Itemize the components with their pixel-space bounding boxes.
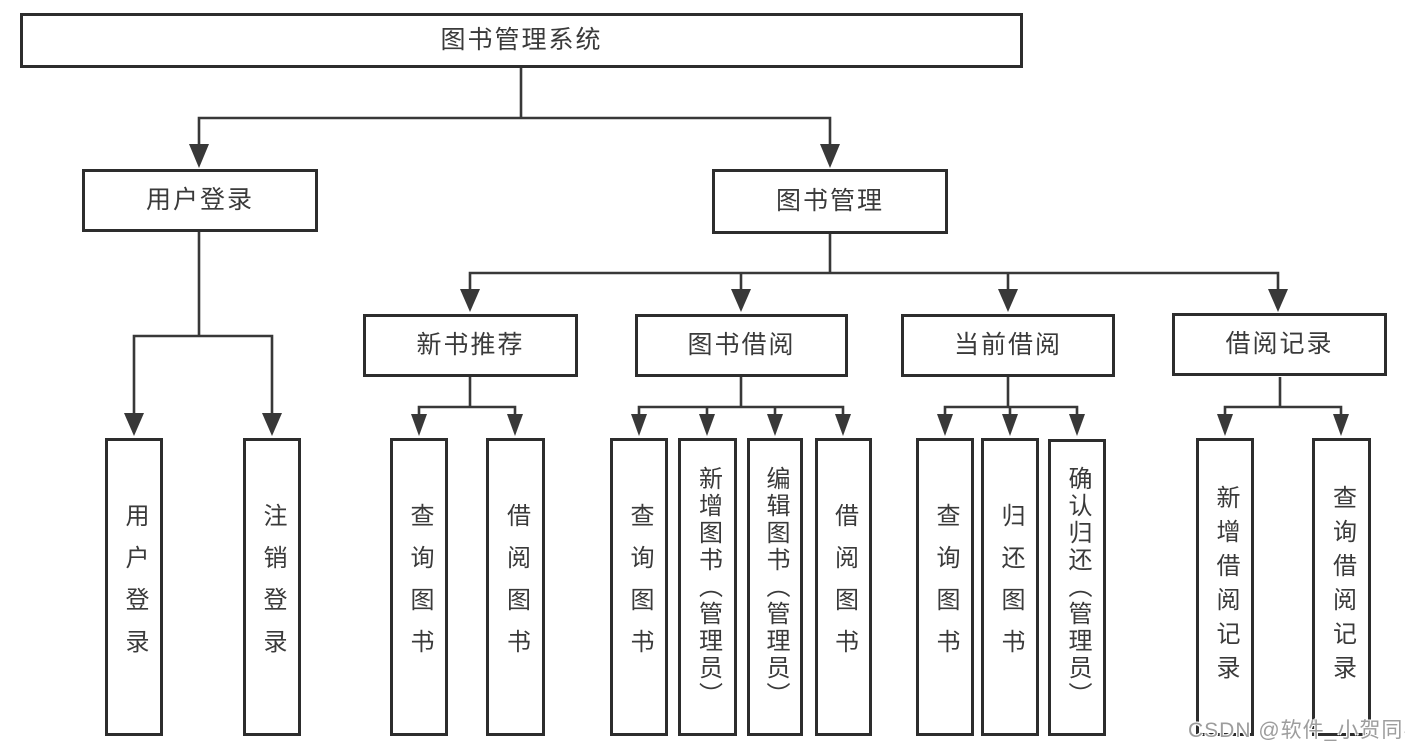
node-bb-edit-books-admin: 编辑图书（管理员）	[747, 438, 803, 736]
node-book-management: 图书管理	[712, 169, 948, 234]
node-bb-borrow-books: 借阅图书	[815, 438, 872, 736]
node-nbr-query-books: 查询图书	[390, 438, 448, 736]
edge-level2-split	[197, 116, 832, 150]
node-leaf-logout: 注销登录	[243, 438, 301, 736]
node-user-login: 用户登录	[82, 169, 318, 232]
csdn-watermark: CSDN @软件_小贺同学	[1188, 719, 1405, 742]
node-book-borrowing: 图书借阅	[635, 314, 848, 377]
edge-bb-split	[637, 405, 845, 424]
node-cb-return-books: 归还图书	[981, 438, 1039, 736]
node-br-query-record: 查询借阅记录	[1312, 438, 1371, 736]
node-nbr-borrow-books: 借阅图书	[486, 438, 545, 736]
node-cb-query-books: 查询图书	[916, 438, 974, 736]
edge-br-split	[1223, 405, 1343, 424]
node-cb-confirm-return-admin: 确认归还（管理员）	[1048, 439, 1106, 736]
node-bb-query-books: 查询图书	[610, 438, 668, 736]
edge-nbr-split	[417, 405, 517, 424]
node-bb-add-books-admin: 新增图书（管理员）	[678, 438, 737, 736]
node-borrowing-records: 借阅记录	[1172, 313, 1387, 376]
edge-user-login-split	[132, 334, 274, 418]
node-br-add-record: 新增借阅记录	[1196, 438, 1254, 736]
node-leaf-user-login: 用户登录	[105, 438, 163, 736]
edge-book-mgmt-split	[468, 271, 1280, 294]
node-new-book-recommend: 新书推荐	[363, 314, 578, 377]
node-current-borrowing: 当前借阅	[901, 314, 1115, 377]
arrowheads	[124, 144, 1349, 436]
node-library-management-system: 图书管理系统	[20, 13, 1023, 68]
